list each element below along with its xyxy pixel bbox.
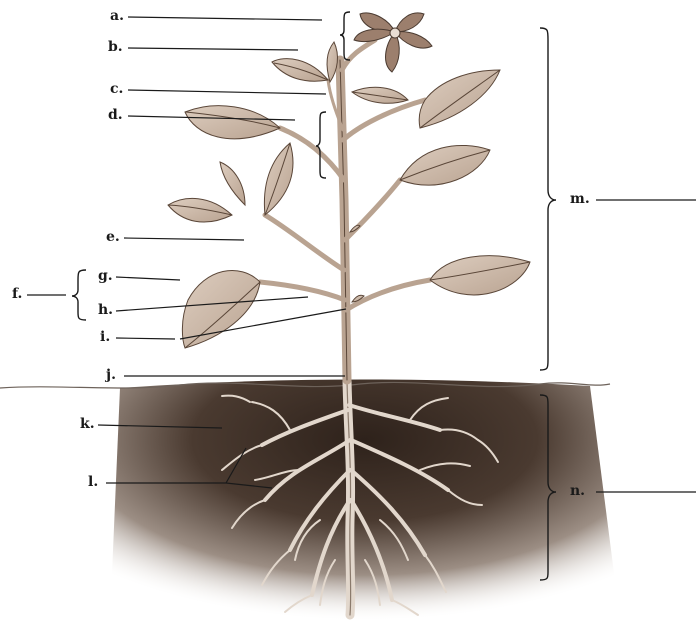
leader-g <box>116 277 180 280</box>
label-e: e. <box>106 229 120 245</box>
leaf-left-mid <box>168 198 232 222</box>
label-c: c. <box>110 81 123 97</box>
leaf-middle-right <box>400 145 490 185</box>
label-m: m. <box>570 191 590 207</box>
leader-b <box>128 48 298 50</box>
brace-shoot <box>540 28 556 370</box>
stem <box>260 40 430 380</box>
leader-a <box>128 17 322 20</box>
label-n: n. <box>570 483 585 499</box>
label-k: k. <box>80 416 95 432</box>
flower <box>354 13 432 72</box>
leader-e <box>124 238 244 240</box>
label-d: d. <box>108 107 123 123</box>
label-g: g. <box>98 268 113 284</box>
leader-c <box>128 90 326 94</box>
label-i: i. <box>100 329 110 345</box>
label-f: f. <box>12 286 22 302</box>
leaf-middle-left-tiny <box>220 162 245 205</box>
label-a: a. <box>110 8 124 24</box>
label-j: j. <box>104 367 116 383</box>
leaf-upper-right <box>419 70 500 128</box>
leader-i-short <box>116 338 175 339</box>
leaf-lower-right <box>430 256 530 295</box>
leaf-upper-left-large <box>185 106 280 139</box>
brace-node <box>316 112 326 178</box>
label-l: l. <box>88 474 98 490</box>
label-b: b. <box>108 39 123 55</box>
leaf-upper-right-small <box>352 87 408 103</box>
leaf-top-small <box>327 42 338 82</box>
label-h: h. <box>98 302 113 318</box>
brace-flower <box>340 12 350 60</box>
brace-f <box>72 270 86 320</box>
leaf-top-left <box>272 59 328 82</box>
leaf-middle-left-small <box>264 143 293 215</box>
